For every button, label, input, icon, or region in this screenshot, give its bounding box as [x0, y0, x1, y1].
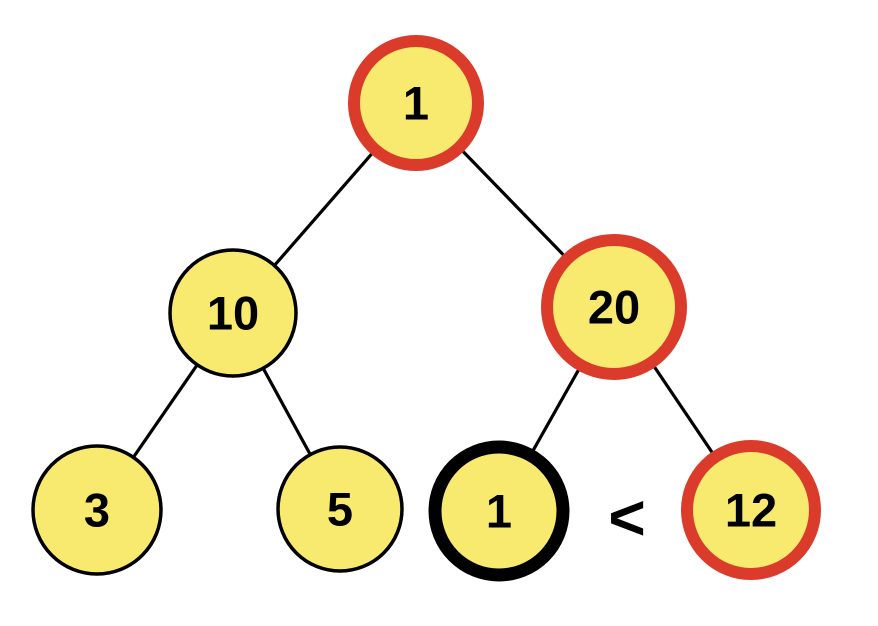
tree-node-n1b: 1 [428, 440, 570, 582]
tree-node-circle-n12-red-ring [681, 440, 821, 580]
tree-node-circle-n10 [168, 248, 298, 378]
tree-node-circle-n5 [276, 445, 404, 573]
tree-node-label-n10: 10 [207, 286, 259, 339]
tree-node-label-root: 1 [403, 76, 429, 129]
tree-node-root: 1 [348, 35, 484, 171]
tree-node-n3: 3 [31, 444, 163, 576]
less-than-symbol: < [608, 481, 645, 553]
tree-node-circle-root-red-ring [348, 35, 484, 171]
tree-node-label-n20: 20 [588, 280, 640, 333]
tree-node-label-n12: 12 [725, 483, 777, 536]
tree-node-label-n1b: 1 [486, 484, 512, 537]
tree-node-circle-n1b-black-ring [428, 440, 570, 582]
tree-node-n12: 12 [681, 440, 821, 580]
tree-node-label-n5: 5 [327, 482, 353, 535]
tree-node-n5: 5 [276, 445, 404, 573]
tree-node-n10: 10 [168, 248, 298, 378]
tree-node-circle-n20-red-ring [541, 234, 687, 380]
tree-node-n20: 20 [541, 234, 687, 380]
tree-node-label-n3: 3 [84, 483, 110, 536]
tree-node-circle-n3 [31, 444, 163, 576]
